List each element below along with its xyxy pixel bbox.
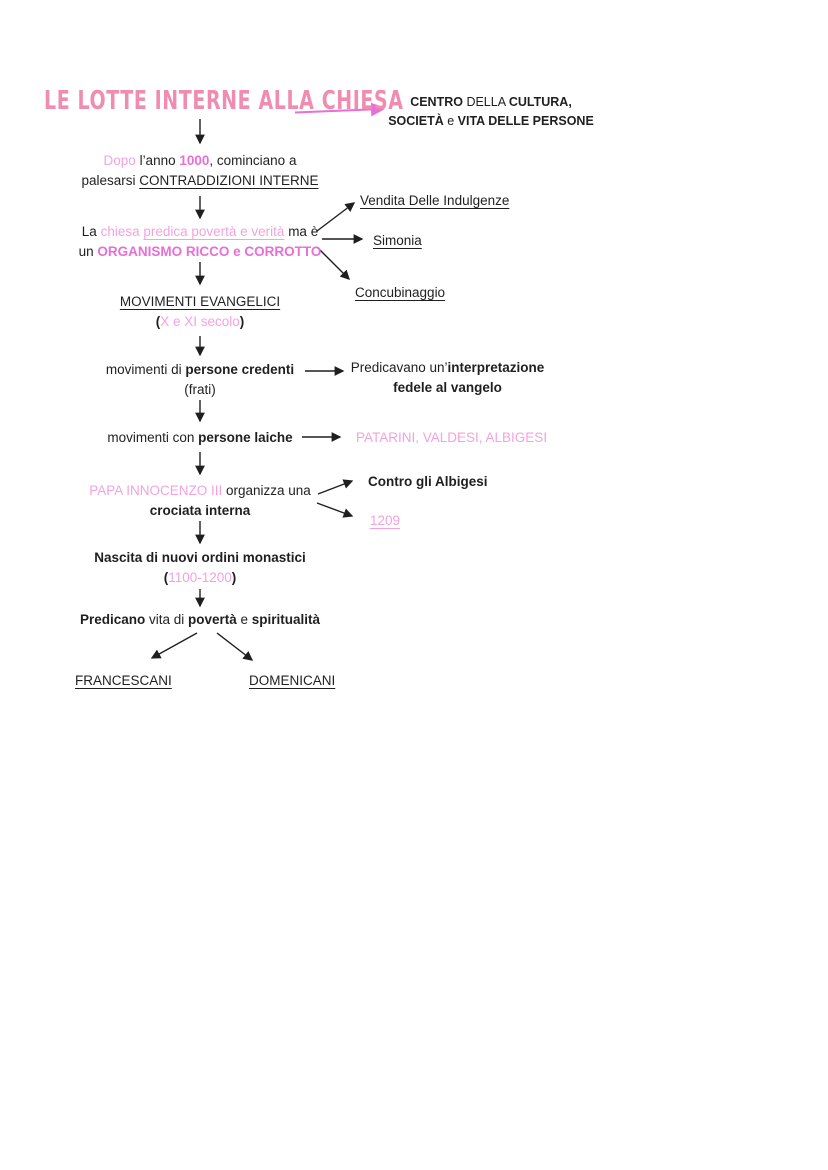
arrow-to-1209 <box>316 502 354 518</box>
highlight-chiesa: chiesa <box>100 224 144 239</box>
highlight-organismo-corrotto: ORGANISMO RICCO e CORROTTO <box>97 244 322 259</box>
node-simonia: Simonia <box>373 233 422 248</box>
node-centro-cultura: CENTRO DELLA CULTURA, SOCIETÀ e VITA DEL… <box>388 95 594 128</box>
node-year-1209: 1209 <box>370 513 401 528</box>
node-concubinaggio: Concubinaggio <box>355 285 446 300</box>
node-movimenti-evangelici: MOVIMENTI EVANGELICI (X e XI secolo) <box>30 292 370 332</box>
nuovi-ordini-line1: Nascita di nuovi ordini monastici <box>94 550 306 565</box>
arrow-to-vendita <box>316 202 356 232</box>
node-predicavano: Predicavano un’interpretazione fedele al… <box>345 358 550 398</box>
papa-line2: crociata interna <box>149 503 251 518</box>
arrow-to-domenicani <box>216 632 254 661</box>
after-1000-line2: palesarsi CONTRADDIZIONI INTERNE <box>81 173 319 188</box>
title-underline-arrow <box>294 102 385 117</box>
node-church-paradox: La chiesa predica povertà e verità ma è … <box>30 222 370 262</box>
highlight-year-1000: 1000 <box>179 153 210 168</box>
after-1000-line1: Dopo l’anno 1000, cominciano a <box>103 153 297 168</box>
node-persone-laiche: movimenti con persone laiche <box>107 430 293 445</box>
papa-line1: PAPA INNOCENZO III organizza una <box>89 483 311 498</box>
nuovi-ordini-period: (1100-1200) <box>163 570 237 585</box>
node-nuovi-ordini: Nascita di nuovi ordini monastici (1100-… <box>30 548 370 588</box>
highlight-1100-1200: 1100-1200 <box>168 570 232 585</box>
arrow-to-concubinaggio <box>316 246 350 280</box>
church-paradox-line2: un ORGANISMO RICCO e CORROTTO <box>78 244 322 259</box>
node-vendita-indulgenze: Vendita Delle Indulgenze <box>360 193 510 208</box>
predicavano-line1: Predicavano un’interpretazione <box>350 360 545 375</box>
node-predicano-poverta: Predicano vita di povertà e spiritualità <box>79 612 321 627</box>
node-contro-albigesi: Contro gli Albigesi <box>368 474 488 489</box>
highlight-papa-innocenzo: PAPA INNOCENZO III <box>89 483 223 498</box>
arrow-to-francescani <box>150 632 198 659</box>
church-paradox-line1: La chiesa predica povertà e verità ma è <box>81 224 319 239</box>
movimenti-evangelici-label: MOVIMENTI EVANGELICI <box>119 294 281 309</box>
connector-arrows <box>150 102 385 661</box>
node-patarini-valdesi-albigesi: PATARINI, VALDESI, ALBIGESI <box>356 430 548 445</box>
persone-credenti-line2: (frati) <box>184 382 216 397</box>
node-after-1000: Dopo l’anno 1000, cominciano a palesarsi… <box>30 151 370 191</box>
centro-label: CENTRO <box>410 95 463 109</box>
node-francescani: FRANCESCANI <box>75 673 172 688</box>
predicavano-line2: fedele al vangelo <box>393 380 502 395</box>
arrow-to-contro-albigesi <box>317 479 354 495</box>
highlight-dopo: Dopo <box>103 153 136 168</box>
predica-poverta: predica povertà e verità <box>143 224 285 239</box>
node-domenicani: DOMENICANI <box>249 673 336 688</box>
persone-credenti-line1: movimenti di persone credenti <box>105 362 295 377</box>
movimenti-evangelici-period: (X e XI secolo) <box>155 314 245 329</box>
node-papa-innocenzo: PAPA INNOCENZO III organizza una crociat… <box>30 481 370 521</box>
contraddizioni-interne: CONTRADDIZIONI INTERNE <box>139 173 319 188</box>
highlight-x-xi-secolo: X e XI secolo <box>160 314 240 329</box>
page-title: LE LOTTE INTERNE ALLA CHIESA <box>44 86 404 116</box>
node-persone-credenti: movimenti di persone credenti (frati) <box>30 360 370 400</box>
